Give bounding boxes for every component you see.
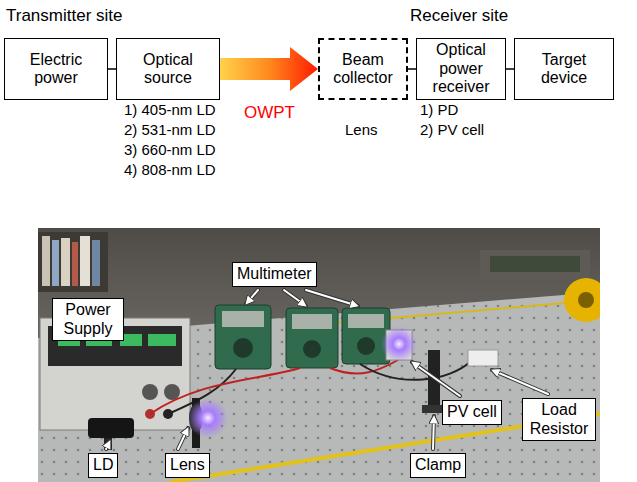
process-box: Optical power receiver <box>416 38 506 100</box>
box-text: LD <box>93 456 113 474</box>
box-text: Optical power receiver <box>421 41 501 96</box>
connector-line <box>108 68 116 70</box>
process-box: Optical source <box>116 38 220 100</box>
callout-box: Multimeter <box>232 262 317 287</box>
box-text: Target device <box>519 51 609 88</box>
connector-line <box>506 68 514 70</box>
callout-box: PV cell <box>442 400 502 425</box>
list-item: 2) 531-nm LD <box>124 121 216 139</box>
leader-lines <box>106 290 548 449</box>
box-text: Power Supply <box>57 301 119 338</box>
box-text: Multimeter <box>237 265 312 283</box>
block-arrow <box>220 47 318 91</box>
box-text: Clamp <box>415 456 461 474</box>
callout-box: Power Supply <box>52 298 124 341</box>
box-text: Electric power <box>9 51 103 88</box>
box-text: Optical source <box>121 51 215 88</box>
callout-box: Clamp <box>410 453 466 478</box>
process-box: Target device <box>514 38 614 100</box>
list-item: 4) 808-nm LD <box>124 161 216 179</box>
dashed-box: Beam collector <box>318 38 408 100</box>
site-heading: Transmitter site <box>6 6 123 26</box>
edge-label: OWPT <box>242 103 297 123</box>
connector-line <box>408 68 416 70</box>
box-text: PV cell <box>447 403 497 421</box>
list-item: 3) 660-nm LD <box>124 141 216 159</box>
process-box: Electric power <box>4 38 108 100</box>
box-text: Beam collector <box>324 51 402 88</box>
box-text: Load Resistor <box>527 401 591 438</box>
photo-content <box>38 228 600 482</box>
callout-box: LD <box>88 453 118 478</box>
site-heading: Receiver site <box>410 6 508 26</box>
list-item: 1) PD <box>420 101 458 119</box>
callout-box: Load Resistor <box>522 398 596 441</box>
callout-box: Lens <box>165 453 210 478</box>
list-item: 1) 405-nm LD <box>124 101 216 119</box>
list-item: 2) PV cell <box>420 121 484 139</box>
box-text: Lens <box>170 456 205 474</box>
component-label: Lens <box>345 121 378 139</box>
